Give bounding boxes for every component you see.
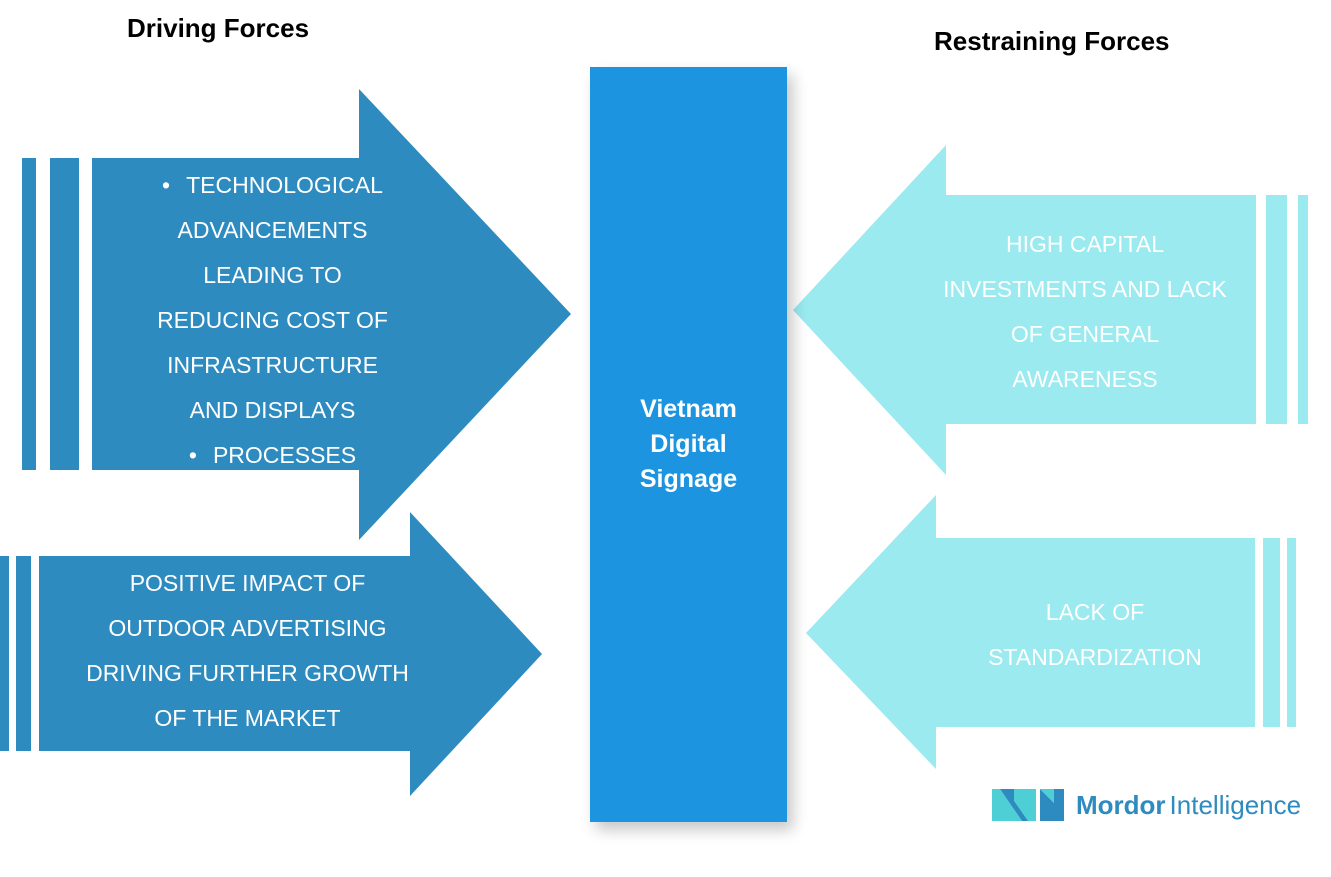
force-text-line: OF THE MARKET xyxy=(154,705,341,731)
center-title-line: Vietnam xyxy=(640,395,737,423)
driving-arrow-2-body xyxy=(39,512,542,796)
restraining-arrow-1-body xyxy=(793,145,1256,475)
force-text-line: PROCESSES xyxy=(100,433,445,478)
force-text-line: INFRASTRUCTURE xyxy=(167,352,378,378)
force-text-line: AND DISPLAYS xyxy=(189,397,356,423)
restraining-arrow-2-body xyxy=(806,495,1255,769)
force-text-line: LEADING TO xyxy=(203,262,342,288)
center-topic-title: Vietnam Digital Signage xyxy=(614,392,764,497)
force-text-line: TECHNOLOGICAL xyxy=(100,163,445,208)
logo-text-light: Intelligence xyxy=(1169,789,1302,820)
driving-arrow-2-stripe-inner xyxy=(16,556,31,751)
force-text-line: OUTDOOR ADVERTISING xyxy=(108,615,387,641)
force-text-line: ADVANCEMENTS xyxy=(177,217,368,243)
driving-arrow-2 xyxy=(0,512,542,796)
force-text-line: DRIVING FURTHER GROWTH xyxy=(86,660,409,686)
driving-arrow-1-stripe-outer xyxy=(22,158,36,470)
force-text-line: INVESTMENTS AND LACK xyxy=(943,276,1227,302)
restraining-arrow-1-stripe-inner xyxy=(1266,195,1287,424)
force-text-line: STANDARDIZATION xyxy=(988,644,1202,670)
restraining-force-2-text: LACK OF STANDARDIZATION xyxy=(960,590,1230,680)
restraining-arrow-2-stripe-outer xyxy=(1287,538,1296,727)
logo-text-bold: Mordor xyxy=(1076,789,1166,820)
driving-force-1-text: TECHNOLOGICAL ADVANCEMENTS LEADING TO RE… xyxy=(100,163,445,478)
force-text-line: OF GENERAL xyxy=(1010,321,1160,347)
restraining-forces-heading: Restraining Forces xyxy=(934,26,1170,56)
driving-force-2-text: POSITIVE IMPACT OF OUTDOOR ADVERTISING D… xyxy=(50,561,445,741)
driving-forces-heading: Driving Forces xyxy=(127,13,310,43)
restraining-arrow-1-stripe-outer xyxy=(1298,195,1308,424)
restraining-force-1-text: HIGH CAPITAL INVESTMENTS AND LACK OF GEN… xyxy=(925,222,1245,402)
force-text-line: HIGH CAPITAL xyxy=(1005,231,1165,257)
force-text-line: AWARENESS xyxy=(1012,366,1158,392)
restraining-arrow-1 xyxy=(793,145,1308,475)
force-text-line: LACK OF xyxy=(1045,599,1145,625)
force-text-line: REDUCING COST OF xyxy=(157,307,388,333)
driving-arrow-1-stripe-inner xyxy=(50,158,79,470)
mordor-logo-mark-icon xyxy=(992,789,1064,821)
center-title-line: Digital xyxy=(650,430,727,458)
driving-arrow-2-stripe-outer xyxy=(0,556,9,751)
center-title-line: Signage xyxy=(639,465,738,493)
center-topic-box: Vietnam Digital Signage xyxy=(590,67,787,822)
force-text-line: POSITIVE IMPACT OF xyxy=(129,570,366,596)
restraining-arrow-2-stripe-inner xyxy=(1263,538,1280,727)
restraining-arrow-2 xyxy=(806,495,1296,769)
